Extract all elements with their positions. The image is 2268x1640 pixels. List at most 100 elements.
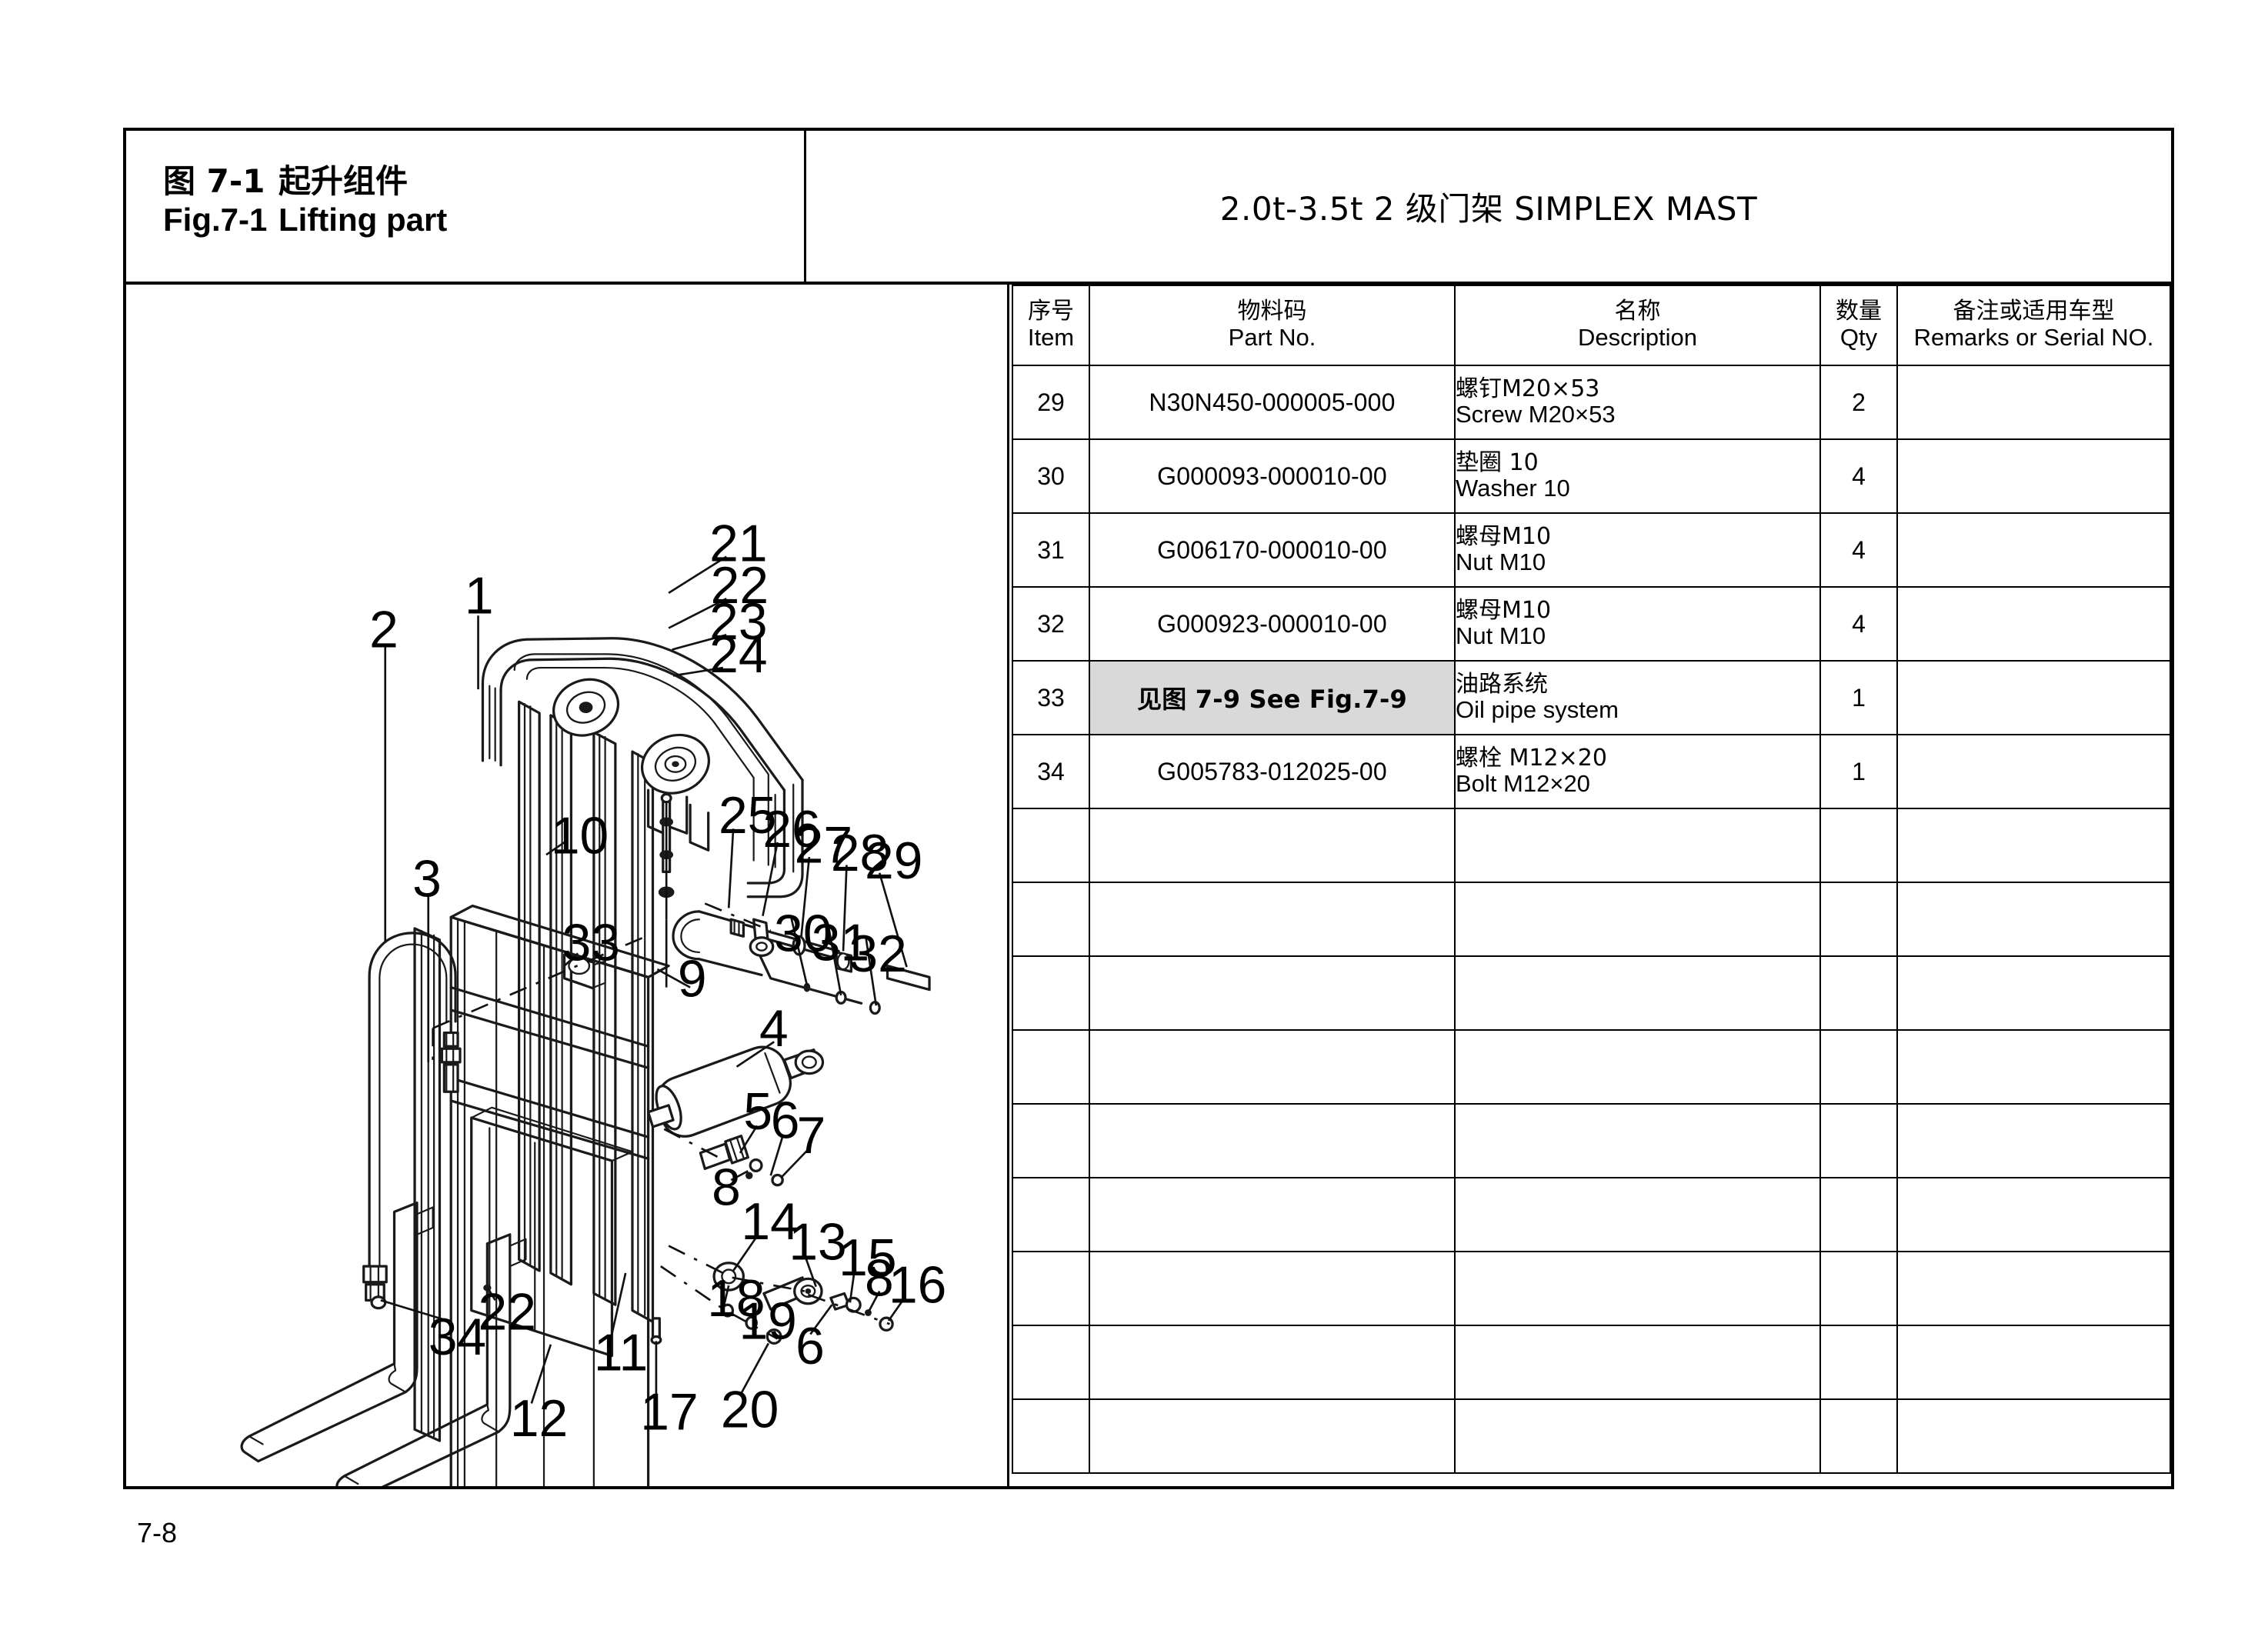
cell-remarks xyxy=(1896,660,2171,735)
cell-item xyxy=(1012,882,1090,957)
callout-4: 4 xyxy=(759,1000,789,1058)
cell-qty: 1 xyxy=(1819,660,1898,735)
figure-name-en: Lifting part xyxy=(278,202,448,238)
cell-item: 34 xyxy=(1012,734,1090,809)
fork-group xyxy=(240,1201,527,1486)
callout-14: 14 xyxy=(741,1193,799,1251)
cell-part-no: G005783-012025-00 xyxy=(1089,734,1456,809)
cell-qty xyxy=(1819,1177,1898,1252)
cell-description xyxy=(1454,1177,1821,1252)
cell-qty: 4 xyxy=(1819,512,1898,588)
lift-cylinder-4 xyxy=(646,1045,825,1138)
col-header-description: 名称 Description xyxy=(1454,285,1821,366)
callout-11: 11 xyxy=(594,1325,648,1382)
table-header-row: 序号 Item 物料码 Part No. 名称 Description xyxy=(1012,285,2171,366)
callout-25: 25 xyxy=(719,787,776,845)
cell-description xyxy=(1454,1251,1821,1326)
cell-remarks xyxy=(1896,955,2171,1031)
cell-part-no xyxy=(1089,1103,1456,1178)
col-header-item: 序号 Item xyxy=(1012,285,1090,366)
cell-description xyxy=(1454,1029,1821,1105)
col-header-qty: 数量 Qty xyxy=(1819,285,1898,366)
cell-item xyxy=(1012,1177,1090,1252)
cell-item xyxy=(1012,808,1090,883)
col-header-remarks: 备注或适用车型 Remarks or Serial NO. xyxy=(1896,285,2171,366)
cell-remarks xyxy=(1896,1398,2171,1474)
cell-part-no: G006170-000010-00 xyxy=(1089,512,1456,588)
cell-part-no xyxy=(1089,1398,1456,1474)
assembly-title-block: 2.0t-3.5t 2 级门架 SIMPLEX MAST xyxy=(806,131,2171,282)
leader-lines xyxy=(380,555,908,1404)
carriage-group xyxy=(449,904,670,1486)
exploded-diagram: 1 2 3 4 5 6 7 8 9 10 11 12 13 14 xyxy=(126,285,1009,1486)
description-en: Nut M10 xyxy=(1456,548,1546,576)
description-cn: 螺栓 M12×20 xyxy=(1456,744,1607,772)
hydraulic-hose-2 xyxy=(362,932,462,1302)
cell-remarks xyxy=(1896,1251,2171,1326)
col-header-description-en: Description xyxy=(1577,323,1698,351)
chain-anchor-assembly xyxy=(672,910,931,1015)
cell-item xyxy=(1012,1251,1090,1326)
callout-34: 34 xyxy=(429,1308,486,1366)
callout-29: 29 xyxy=(865,832,922,890)
figure-title-en: Fig.7-1 Lifting part xyxy=(163,202,447,238)
pin-assembly-lower xyxy=(712,1262,894,1345)
description-cn: 螺钉M20×53 xyxy=(1456,375,1600,402)
cell-item xyxy=(1012,1398,1090,1474)
figure-code-en: Fig.7-1 xyxy=(163,202,268,238)
callout-33: 33 xyxy=(562,914,620,972)
cell-part-no: G000923-000010-00 xyxy=(1089,586,1456,662)
col-header-part-no-cn: 物料码 xyxy=(1237,298,1307,325)
callout-3: 3 xyxy=(412,851,442,908)
cell-qty: 1 xyxy=(1819,734,1898,809)
parts-table: 序号 Item 物料码 Part No. 名称 Description xyxy=(1012,285,2171,1474)
cell-part-no xyxy=(1089,808,1456,883)
parts-table-container: 序号 Item 物料码 Part No. 名称 Description xyxy=(1012,285,2171,1486)
col-header-remarks-en: Remarks or Serial NO. xyxy=(1913,323,2154,351)
cell-part-no xyxy=(1089,955,1456,1031)
cell-description xyxy=(1454,882,1821,957)
cell-part-no: N30N450-000005-000 xyxy=(1089,365,1456,440)
cell-remarks xyxy=(1896,1029,2171,1105)
callout-13: 13 xyxy=(789,1213,846,1271)
callout-2: 2 xyxy=(369,602,399,659)
cell-remarks xyxy=(1896,586,2171,662)
table-row xyxy=(1012,1103,2171,1178)
figure-code-cn: 图 7-1 xyxy=(163,162,265,200)
table-row xyxy=(1012,1251,2171,1326)
cell-item xyxy=(1012,1103,1090,1178)
description-en: Washer 10 xyxy=(1456,475,1570,502)
cell-qty xyxy=(1819,1398,1898,1474)
cell-part-no: G000093-000010-00 xyxy=(1089,438,1456,514)
callout-labels: 1 2 3 4 5 6 7 8 9 10 11 12 13 14 xyxy=(369,515,946,1448)
description-en: Oil pipe system xyxy=(1456,696,1619,724)
callout-27: 27 xyxy=(795,817,852,875)
description-en: Bolt M12×20 xyxy=(1456,770,1590,798)
inner-mast-rails xyxy=(517,700,655,1323)
cell-qty: 2 xyxy=(1819,365,1898,440)
callout-6b: 6 xyxy=(795,1318,825,1375)
col-header-part-no-en: Part No. xyxy=(1228,323,1316,351)
cell-item: 30 xyxy=(1012,438,1090,514)
table-row xyxy=(1012,1029,2171,1105)
cell-part-no xyxy=(1089,1177,1456,1252)
callout-7: 7 xyxy=(797,1107,826,1165)
cell-part-no xyxy=(1089,1251,1456,1326)
cell-part-no[interactable]: 见图 7-9 See Fig.7-9 xyxy=(1089,660,1456,735)
callout-30: 30 xyxy=(774,905,832,962)
phantom-centerline xyxy=(432,902,890,1340)
col-header-qty-en: Qty xyxy=(1839,323,1878,351)
callout-24: 24 xyxy=(709,626,767,684)
col-header-item-en: Item xyxy=(1027,323,1075,351)
callout-8: 8 xyxy=(712,1159,741,1217)
cell-part-no xyxy=(1089,882,1456,957)
table-row xyxy=(1012,1325,2171,1400)
